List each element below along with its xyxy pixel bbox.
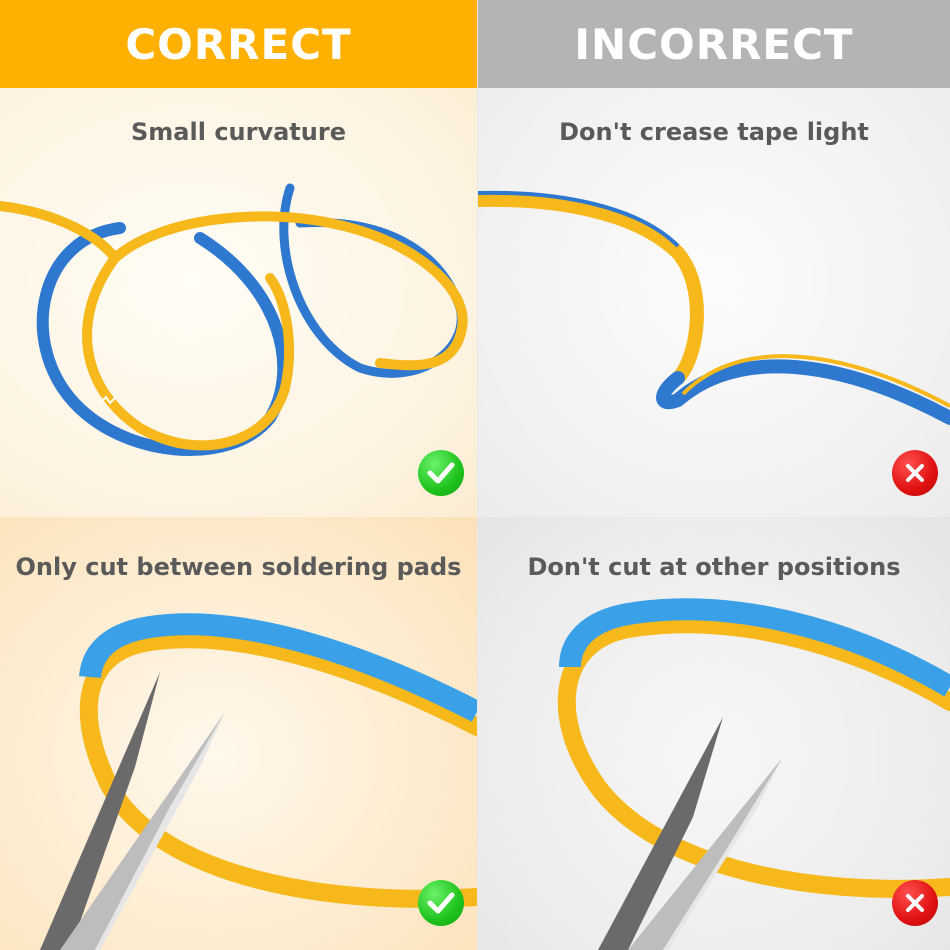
correct-header: CORRECT [0,0,477,88]
panel-cut-between-pads: Only cut between soldering pads [0,517,477,950]
incorrect-header: INCORRECT [478,0,950,88]
x-icon [892,450,938,496]
panel-dont-crease: Don't crease tape light [478,88,950,517]
column-divider [477,0,478,950]
correct-header-label: CORRECT [125,19,352,69]
tape-loops-photo [0,183,468,457]
panel-small-curvature: Small curvature [0,88,477,517]
check-icon [418,450,464,496]
incorrect-header-label: INCORRECT [574,19,854,69]
cutting-wrong-position-photo [557,598,950,950]
creased-tape-photo [478,190,950,425]
check-icon [418,880,464,926]
panel-dont-cut-other: Don't cut at other positions [478,517,950,950]
caption-dont-crease: Don't crease tape light [559,118,869,146]
caption-dont-cut-other: Don't cut at other positions [527,553,901,581]
x-icon [892,880,938,926]
caption-cut-between-pads: Only cut between soldering pads [15,553,462,581]
caption-small-curvature: Small curvature [131,118,346,146]
cutting-between-pads-photo [40,613,477,950]
